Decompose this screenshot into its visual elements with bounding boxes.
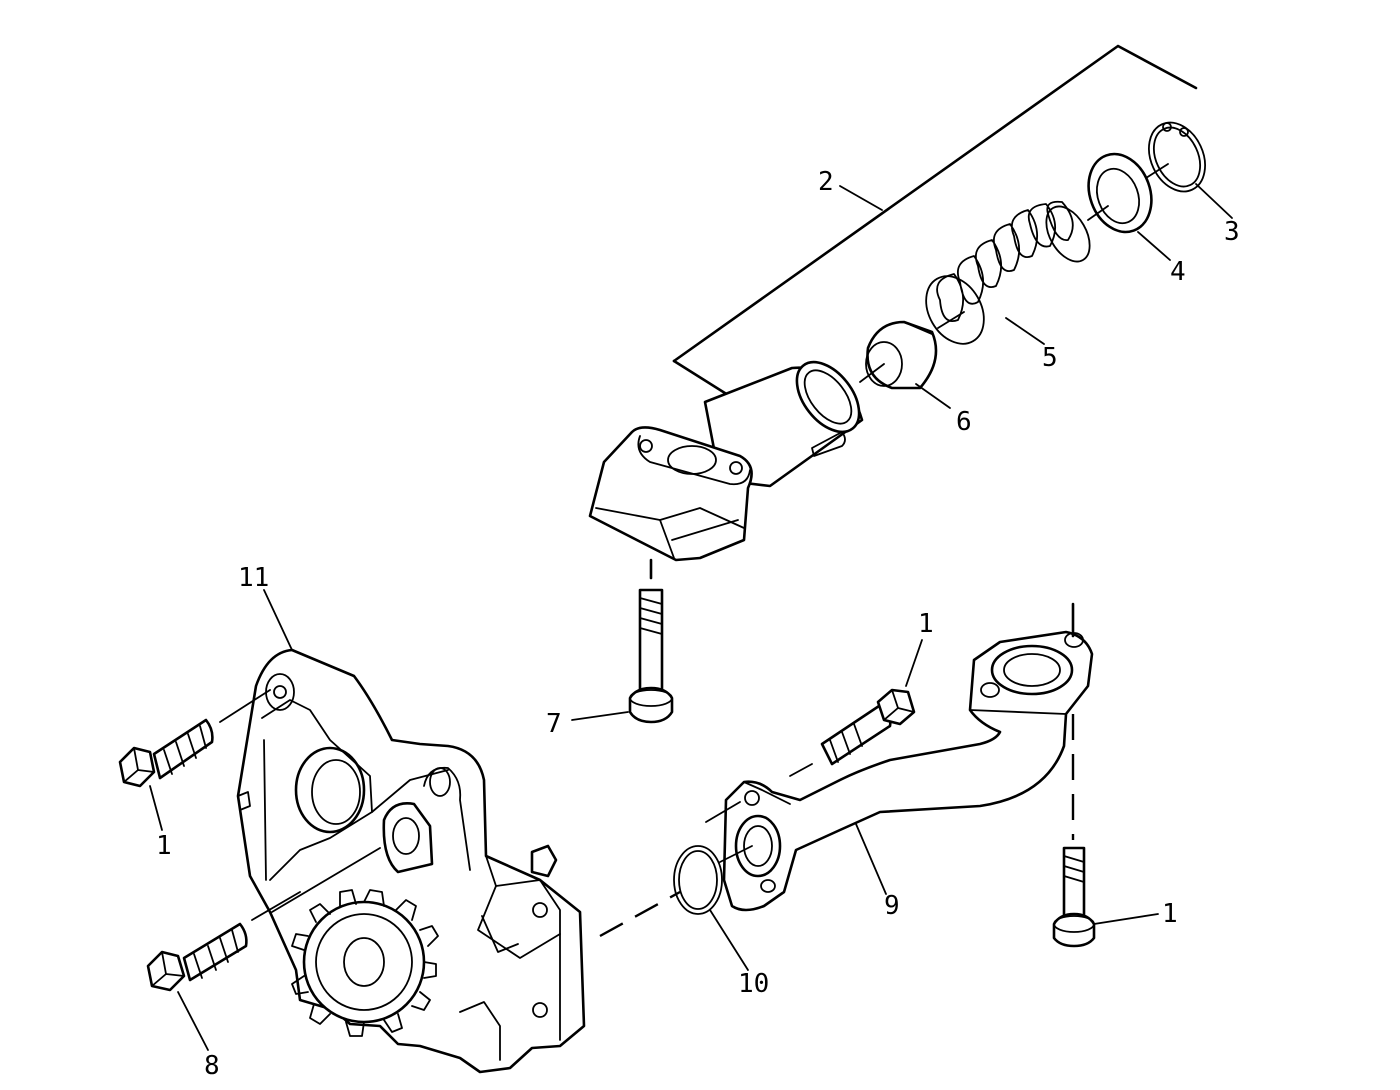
pump-gear [291, 889, 439, 1037]
callout-labels: 2 3 4 5 6 7 11 1 1 1 8 9 10 [156, 167, 1240, 1081]
callout-4: 4 [1170, 257, 1186, 287]
bolt-part-8 [146, 847, 381, 992]
callout-1-right: 1 [1162, 899, 1178, 929]
leader-lines [149, 183, 1233, 1051]
callout-11: 11 [238, 563, 269, 593]
sleeve-part-6 [859, 320, 938, 390]
callout-10: 10 [738, 969, 769, 999]
valve-body [588, 360, 864, 562]
bolt-part-1-left [118, 689, 271, 788]
callout-9: 9 [884, 891, 900, 921]
callout-6: 6 [956, 407, 972, 437]
callout-2: 2 [818, 167, 834, 197]
callout-7: 7 [546, 709, 562, 739]
bolt-part-1-mid [789, 688, 916, 777]
callout-1-left: 1 [156, 831, 172, 861]
tube-part-9 [705, 630, 1094, 912]
retaining-ring-part-3 [1145, 121, 1206, 193]
callout-8: 8 [204, 1051, 220, 1081]
bolt-part-7 [628, 558, 674, 724]
retainer-part-4 [1087, 152, 1153, 234]
gasket-part-10 [673, 845, 723, 915]
spring-part-5 [925, 200, 1091, 345]
bolt-part-1-right [1052, 602, 1096, 948]
callout-3: 3 [1224, 217, 1240, 247]
callout-1-mid: 1 [918, 609, 934, 639]
pump-body-part-11 [236, 648, 586, 1074]
assembly-center-line [599, 890, 681, 938]
callout-5: 5 [1042, 343, 1058, 373]
